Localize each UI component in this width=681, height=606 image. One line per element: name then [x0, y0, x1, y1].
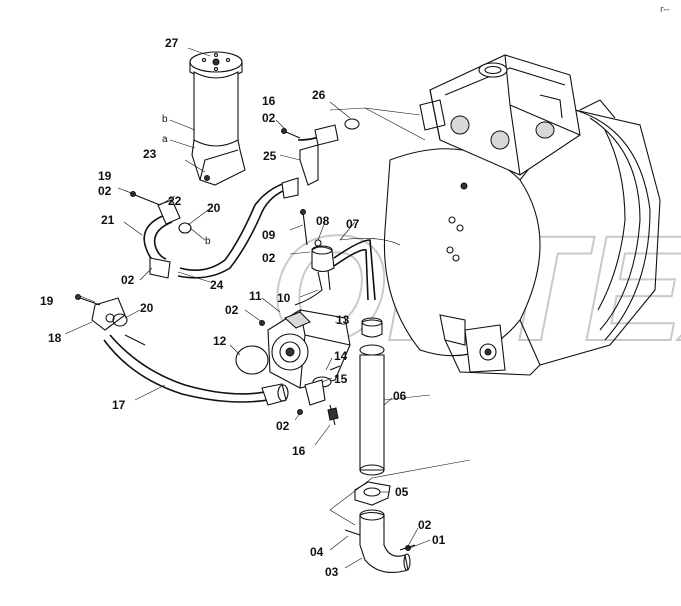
callout-02-top: 02	[262, 111, 276, 125]
callout-02-bottom: 02	[418, 518, 432, 532]
callout-16-top: 16	[262, 94, 276, 108]
callout-25: 25	[263, 149, 277, 163]
callout-03: 03	[325, 565, 339, 579]
callout-04: 04	[310, 545, 324, 559]
callout-19-top: 19	[98, 169, 112, 183]
transmission-housing	[383, 54, 661, 376]
svg-text:b: b	[162, 114, 168, 125]
callout-20-low: 20	[140, 301, 154, 315]
callout-18: 18	[48, 331, 62, 345]
callout-02-pump: 02	[276, 419, 290, 433]
callout-16-low: 16	[292, 444, 306, 458]
callout-27: 27	[165, 36, 179, 50]
callout-02-11: 02	[225, 303, 239, 317]
svg-text:a: a	[162, 134, 168, 145]
callout-24: 24	[210, 278, 224, 292]
leader-lines	[64, 47, 431, 569]
upper-hose-assembly	[177, 107, 426, 279]
callout-26: 26	[312, 88, 326, 102]
callout-labels: 27 16 02 26 25 23 19 02 22 21 20 09 08 0…	[40, 36, 446, 579]
callout-21: 21	[101, 213, 115, 227]
callout-06: 06	[393, 389, 407, 403]
corner-mark: r--	[660, 5, 670, 15]
pump-assembly	[235, 309, 383, 426]
callout-17: 17	[112, 398, 126, 412]
lower-hose-assembly	[75, 294, 289, 406]
callout-15: 15	[334, 372, 348, 386]
callout-05: 05	[395, 485, 409, 499]
callout-09: 09	[262, 228, 276, 242]
callout-22: 22	[168, 194, 182, 208]
middle-fitting-assembly	[294, 209, 401, 306]
callout-07: 07	[346, 217, 360, 231]
callout-20-top: 20	[207, 201, 221, 215]
svg-text:b: b	[205, 236, 211, 247]
callout-02-left: 02	[98, 184, 112, 198]
callout-11: 11	[249, 289, 262, 303]
callout-02-l2: 02	[121, 273, 135, 287]
callout-13: 13	[336, 313, 350, 327]
callout-12: 12	[213, 334, 227, 348]
callout-01: 01	[432, 533, 446, 547]
left-pipe-assembly: b	[130, 191, 211, 279]
callout-10: 10	[277, 291, 291, 305]
callout-02-mid: 02	[262, 251, 276, 265]
oil-filter-assembly: b a	[162, 51, 246, 186]
callout-23: 23	[143, 147, 157, 161]
callout-14: 14	[334, 349, 348, 363]
suction-pipe-assembly	[329, 344, 471, 573]
callout-19-low: 19	[40, 294, 54, 308]
callout-08: 08	[316, 214, 330, 228]
